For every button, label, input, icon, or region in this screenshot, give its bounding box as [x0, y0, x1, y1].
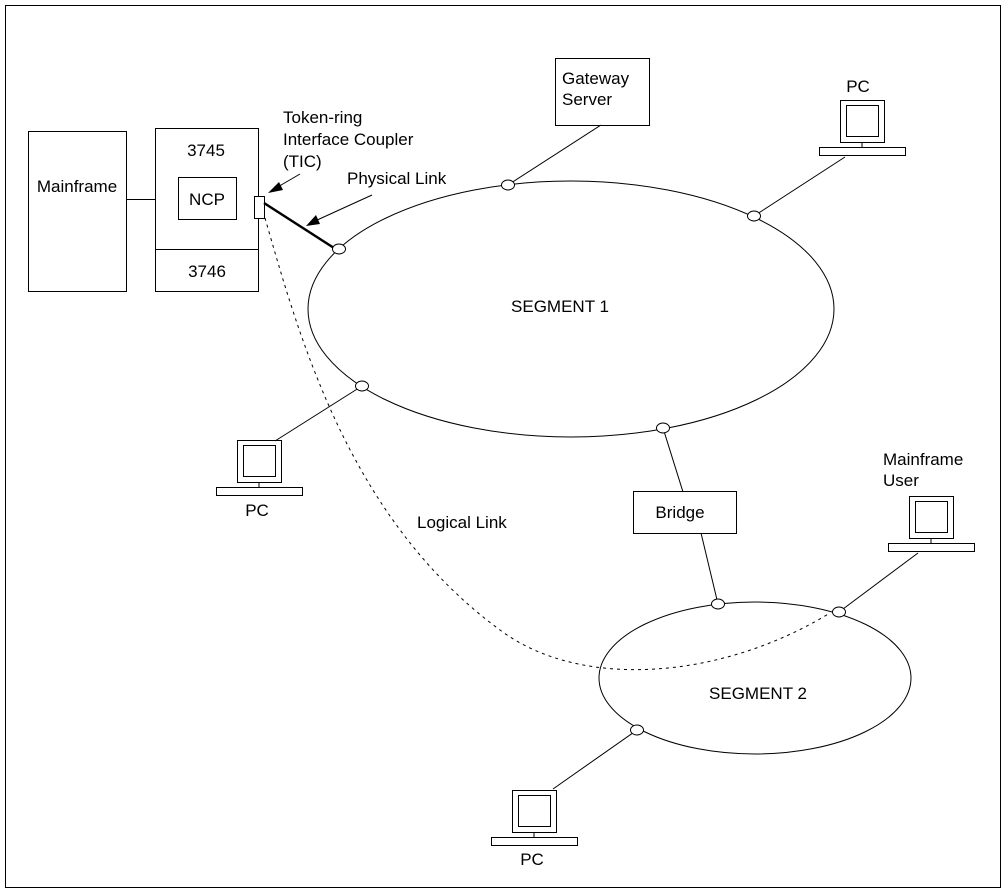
pc-bottom-drop-line	[552, 729, 638, 790]
pc-left-icon	[216, 440, 303, 496]
segment-2-ring	[598, 601, 912, 755]
pc-bottom-label: PC	[520, 850, 544, 869]
bridge-segment2-line	[700, 532, 719, 605]
gateway-drop-line	[507, 124, 602, 186]
tic-label-line2: Interface Coupler	[283, 130, 414, 149]
controller-3745-label: 3745	[187, 141, 225, 160]
bridge-box	[633, 491, 737, 534]
mainframe-box	[28, 131, 127, 292]
diagram-frame	[5, 5, 1001, 888]
mainframe-user-drop-line	[838, 552, 919, 613]
logical-link-label: Logical Link	[417, 513, 507, 532]
physical-link-arrow-line	[314, 194, 373, 222]
physical-link-label: Physical Link	[347, 169, 447, 188]
physical-link-arrow-head	[306, 215, 320, 226]
controller-3746-label: 3746	[188, 262, 226, 281]
tic-label-line1: Token-ring	[283, 108, 362, 127]
physical-link-line	[263, 201, 335, 250]
tic-arrow-head	[268, 182, 283, 193]
bridge-label: Bridge	[655, 503, 704, 522]
ring-node-bridge-segment1	[656, 422, 670, 434]
pc-top-right-icon	[819, 100, 906, 156]
pc-left-label: PC	[245, 501, 269, 520]
logical-link-line	[264, 217, 831, 671]
ring-node-tic	[332, 243, 346, 255]
ring-node-bridge-segment2	[711, 598, 725, 610]
tic-connector	[254, 196, 265, 219]
segment-1-ring	[307, 180, 835, 438]
segment-2-label: SEGMENT 2	[709, 684, 807, 703]
mainframe-user-label-line2: User	[883, 471, 919, 490]
pc-top-right-drop-line	[753, 156, 846, 217]
ncp-label: NCP	[189, 190, 225, 209]
ncp-box	[178, 177, 237, 220]
pc-top-right-label: PC	[846, 77, 870, 96]
bridge-segment1-line	[662, 427, 684, 493]
gateway-server-label-line1: Gateway	[562, 69, 630, 88]
pc-bottom-icon	[491, 790, 578, 846]
gateway-server-label-line2: Server	[562, 90, 612, 109]
gateway-server-box	[555, 58, 650, 126]
tic-label-line3: (TIC)	[283, 152, 322, 171]
mainframe-user-label-line1: Mainframe	[883, 450, 963, 469]
segment-1-label: SEGMENT 1	[511, 297, 609, 316]
mainframe-label: Mainframe	[37, 177, 117, 196]
ring-node-gateway	[501, 179, 515, 191]
ring-node-mainframe-user	[832, 606, 846, 618]
pc-left-drop-line	[274, 385, 363, 442]
ring-node-pc-left	[355, 380, 369, 392]
ring-node-pc-bottom	[630, 724, 644, 736]
mainframe-user-pc-icon	[888, 496, 975, 552]
ring-node-pc-top-right	[747, 210, 761, 222]
